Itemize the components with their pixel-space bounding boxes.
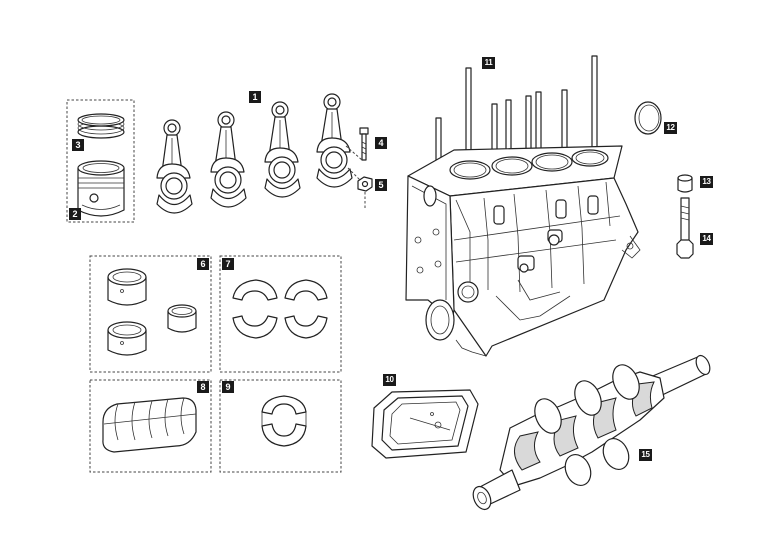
piston-rings-part (77, 113, 125, 139)
callout-1: 1 (249, 91, 261, 103)
callout-14: 14 (700, 233, 713, 245)
piston-part (77, 160, 125, 217)
oil-pan-gasket-part (371, 389, 479, 459)
main-bearings-box (89, 379, 212, 473)
piston-group-box (66, 99, 135, 223)
connecting-rods-part (156, 93, 353, 214)
big-end-bearings-box (89, 255, 212, 373)
callout-5: 5 (375, 179, 387, 191)
main-cap-bolt-part (676, 197, 694, 259)
callout-2: 2 (69, 208, 81, 220)
callout-6: 6 (197, 258, 209, 270)
callout-15: 15 (639, 449, 652, 461)
callout-9: 9 (222, 381, 234, 393)
callout-7: 7 (222, 258, 234, 270)
callout-3: 3 (72, 139, 84, 151)
thrust-washers-box (219, 255, 342, 373)
dowel-part (677, 174, 693, 193)
rod-nut-part (347, 167, 373, 210)
callout-10: 10 (383, 374, 396, 386)
callout-11: 11 (482, 57, 495, 69)
rod-bolt-part (345, 127, 369, 161)
callout-8: 8 (197, 381, 209, 393)
callout-4: 4 (375, 137, 387, 149)
crankshaft-part (472, 354, 711, 511)
core-plug-part (634, 101, 662, 135)
center-main-bearing-box (219, 379, 342, 473)
cylinder-block-part (405, 55, 641, 357)
cylinder-head-studs (435, 55, 598, 175)
callout-12: 12 (664, 122, 677, 134)
callout-13: 13 (700, 176, 713, 188)
